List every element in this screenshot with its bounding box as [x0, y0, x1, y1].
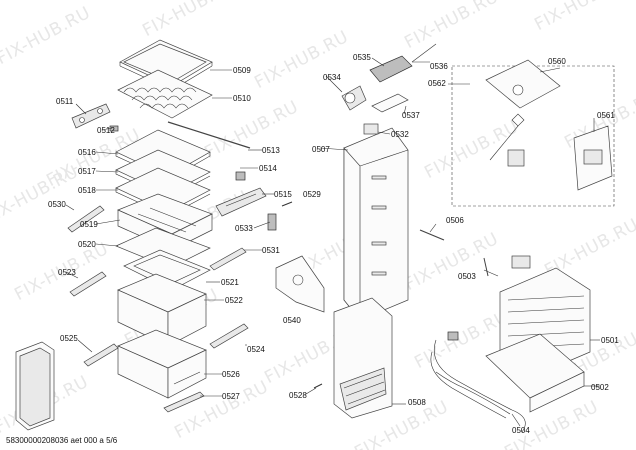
- label-0532: 0532: [391, 130, 409, 139]
- bottle-rack-0510: [117, 69, 213, 119]
- damper-0535: [369, 43, 437, 83]
- label-0536: 0536: [430, 62, 448, 71]
- rail-0523: [69, 271, 107, 297]
- rail-0525: [83, 343, 119, 367]
- label-0535: 0535: [353, 53, 371, 62]
- evaporator-cover-0508: [333, 297, 393, 419]
- label-0534: 0534: [323, 73, 341, 82]
- leader-lines: [65, 57, 600, 427]
- rod-0506: [419, 229, 445, 241]
- label-0517: 0517: [78, 167, 96, 176]
- label-0521: 0521: [221, 278, 239, 287]
- label-0504: 0504: [512, 426, 530, 435]
- label-0540: 0540: [283, 316, 301, 325]
- control-module-0561: [573, 125, 613, 191]
- label-0514: 0514: [259, 164, 277, 173]
- label-0507: 0507: [312, 145, 330, 154]
- label-0515: 0515: [274, 190, 292, 199]
- door-panel: [15, 341, 55, 431]
- label-0560: 0560: [548, 57, 566, 66]
- label-0523: 0523: [58, 268, 76, 277]
- label-0533: 0533: [235, 224, 253, 233]
- label-0509: 0509: [233, 66, 251, 75]
- label-0527: 0527: [222, 392, 240, 401]
- label-0537: 0537: [402, 111, 420, 120]
- label-0519: 0519: [80, 220, 98, 229]
- rear-channel-0507: [343, 127, 409, 321]
- label-0531: 0531: [262, 246, 280, 255]
- part-0503: [483, 257, 489, 277]
- label-0522: 0522: [225, 296, 243, 305]
- panel-0540: [275, 255, 325, 313]
- label-0506: 0506: [446, 216, 464, 225]
- part-0537: [371, 93, 409, 113]
- document-footer: 58300000208036 aet 000 a 5/6: [6, 436, 118, 445]
- heater-coil-0504: [430, 331, 526, 433]
- fan-assembly-0560: [485, 59, 561, 167]
- fan-holder-0534: [341, 85, 367, 111]
- part-0514: [235, 171, 246, 181]
- part-0532: [363, 123, 379, 135]
- label-0528: 0528: [289, 391, 307, 400]
- label-0512: 0512: [97, 126, 115, 135]
- rail-0524: [209, 323, 249, 349]
- holder-0511: [71, 103, 111, 129]
- rail-0531: [209, 247, 247, 271]
- label-0529: 0529: [303, 190, 321, 199]
- connector-0533: [267, 213, 277, 231]
- label-0508: 0508: [408, 398, 426, 407]
- screw-0528: [313, 383, 323, 389]
- label-0518: 0518: [78, 186, 96, 195]
- label-0511: 0511: [56, 97, 74, 106]
- label-0516: 0516: [78, 148, 96, 157]
- label-0510: 0510: [233, 94, 251, 103]
- rail-0530: [67, 205, 105, 233]
- label-0530: 0530: [48, 200, 66, 209]
- label-0501: 0501: [601, 336, 619, 345]
- label-0513: 0513: [262, 146, 280, 155]
- screw-0529: [281, 201, 293, 207]
- drawer-0526: [117, 329, 207, 399]
- label-0561: 0561: [597, 111, 615, 120]
- label-0526: 0526: [222, 370, 240, 379]
- label-0520: 0520: [78, 240, 96, 249]
- label-0525: 0525: [60, 334, 78, 343]
- label-0502: 0502: [591, 383, 609, 392]
- label-0562: 0562: [428, 79, 446, 88]
- plate-0515: [215, 187, 267, 217]
- label-0503: 0503: [458, 272, 476, 281]
- label-0524: 0524: [247, 345, 265, 354]
